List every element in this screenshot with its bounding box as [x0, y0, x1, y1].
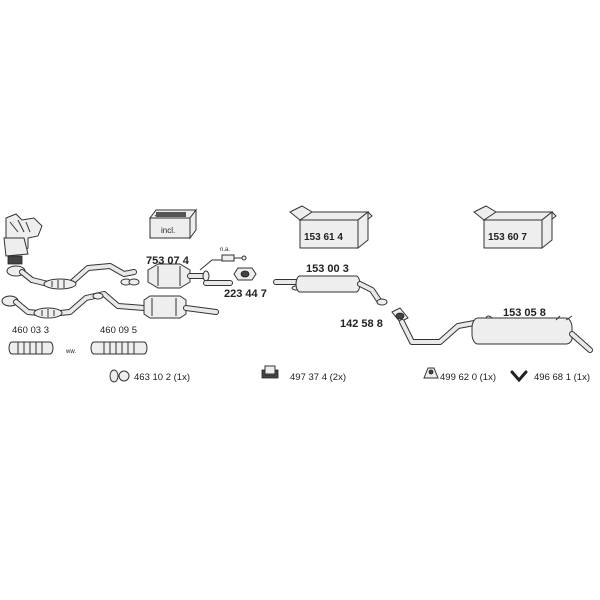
clamp-223447[interactable]: 223 44 7	[224, 267, 267, 300]
kit-box-153614[interactable]: 153 61 4	[289, 205, 373, 250]
lambda-sensor[interactable]: n.a.	[199, 247, 247, 271]
ww-label: ww.	[65, 349, 76, 355]
flex-pipe-460033[interactable]: 460 03 3	[8, 325, 54, 355]
kit-box-153614-label: 153 61 4	[304, 232, 343, 243]
part-463102-label: 463 10 2 (1x)	[134, 372, 190, 383]
mounting-497374[interactable]: 497 37 4 (2x)	[261, 365, 346, 383]
part-460033-label: 460 03 3	[12, 325, 49, 336]
exhaust-manifold[interactable]	[3, 213, 43, 265]
clamp-142588[interactable]: 142 58 8	[340, 307, 409, 330]
catalytic-converter-753074[interactable]: 753 07 4	[146, 255, 233, 289]
part-496681-label: 496 68 1 (1x)	[534, 372, 590, 383]
part-223447-label: 223 44 7	[224, 288, 267, 300]
part-499620-label: 499 62 0 (1x)	[440, 372, 496, 383]
gasket-463102[interactable]: 463 10 2 (1x)	[109, 369, 190, 383]
front-pipe-lower[interactable]	[1, 291, 147, 319]
flex-pipe-460095[interactable]: 460 09 5	[90, 325, 148, 355]
rear-silencer-153058[interactable]: 153 05 8	[399, 307, 593, 353]
part-153003-label: 153 00 3	[306, 263, 349, 275]
catalyst-lower[interactable]	[143, 295, 219, 319]
part-460095-label: 460 09 5	[100, 325, 137, 336]
part-497374-label: 497 37 4 (2x)	[290, 372, 346, 383]
middle-silencer-153003[interactable]: 153 00 3	[273, 263, 388, 306]
part-153058-label: 153 05 8	[503, 307, 546, 319]
part-142588-label: 142 58 8	[340, 318, 383, 330]
rubber-mount-499620[interactable]: 499 62 0 (1x)	[423, 367, 496, 383]
part-753074-label: 753 07 4	[146, 255, 190, 267]
kit-box-153607[interactable]: 153 60 7	[473, 205, 557, 250]
incl-label: incl.	[161, 226, 175, 235]
kit-box-153607-label: 153 60 7	[488, 232, 527, 243]
hanger-496681[interactable]: 496 68 1 (1x)	[510, 370, 590, 383]
front-pipe-upper[interactable]	[6, 263, 140, 290]
not-available-label: n.a.	[220, 247, 230, 253]
incl-kit-box[interactable]: incl.	[149, 208, 197, 240]
